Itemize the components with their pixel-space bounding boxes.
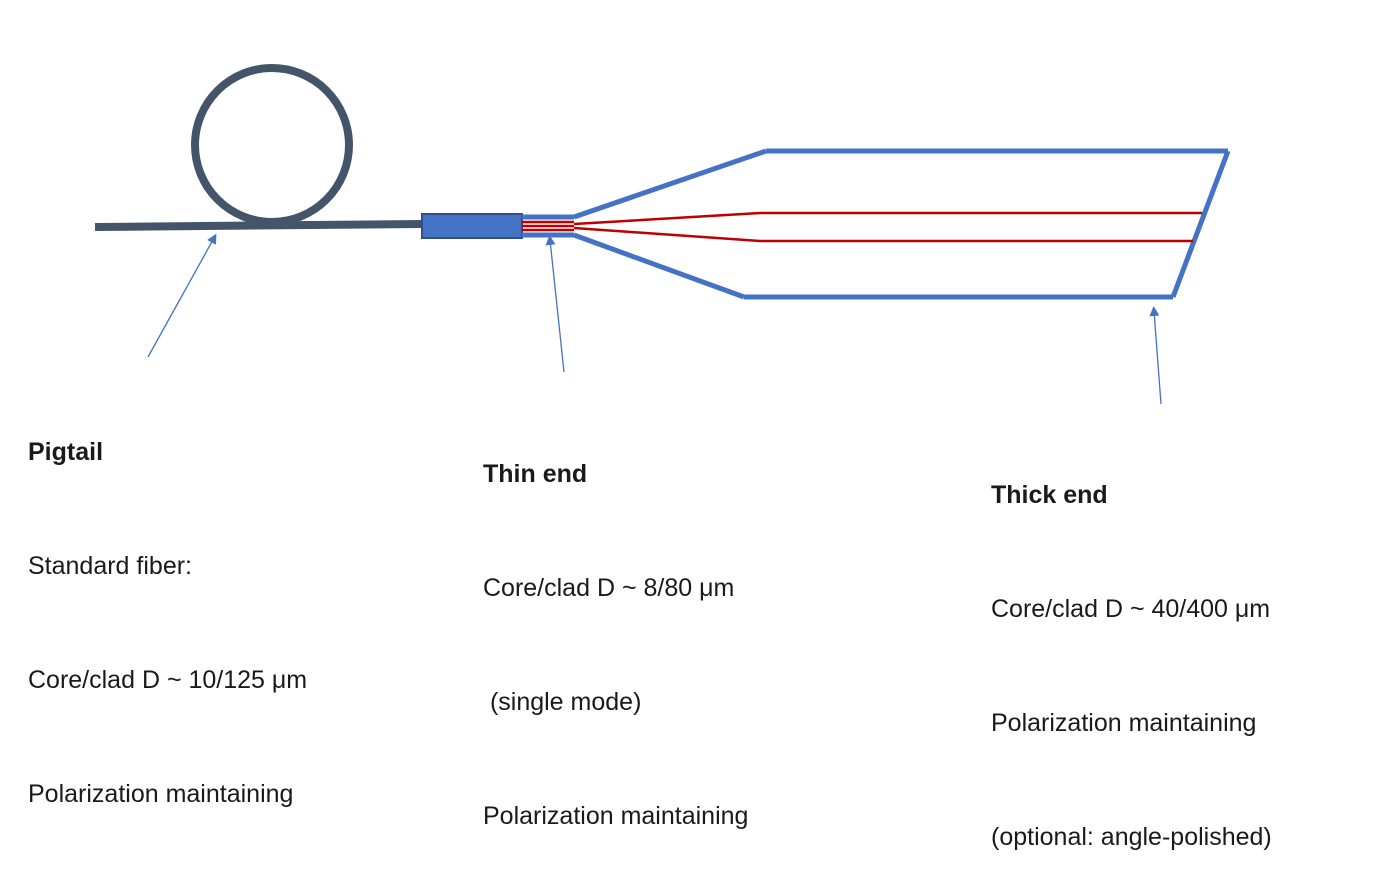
core-lines — [522, 211, 1202, 243]
pigtail-fiber — [94, 64, 423, 231]
thick-end-title: Thick end — [991, 481, 1108, 509]
pigtail-label: Pigtail Standard fiber: Core/clad D ~ 10… — [28, 357, 307, 851]
pigtail-line-polarization: Polarization maintaining — [28, 780, 294, 808]
thin-end-line-mode: (single mode) — [483, 688, 642, 716]
thin-end-line-polarization: Polarization maintaining — [483, 802, 749, 830]
thin-end-title: Thin end — [483, 460, 588, 488]
thick-end-line-core-clad: Core/clad D ~ 40/400 μm — [991, 595, 1271, 623]
thin-end-label: Thin end Core/clad D ~ 8/80 μm (single m… — [483, 379, 748, 873]
pigtail-pointer-arrow — [147, 233, 217, 358]
thick-end-label: Thick end Core/clad D ~ 40/400 μm Polari… — [991, 400, 1272, 894]
thick-end-line-polarization: Polarization maintaining — [991, 709, 1257, 737]
pigtail-line-core-clad: Core/clad D ~ 10/125 μm — [28, 666, 308, 694]
taper-lower-slope — [573, 232, 745, 300]
thin-end-fiber — [522, 214, 574, 238]
angle-polished-end-face — [1170, 150, 1231, 298]
pigtail-line-fiber-type: Standard fiber: — [28, 552, 192, 580]
pigtail-fiber-line — [94, 220, 423, 231]
taper-outline — [573, 148, 1231, 300]
core-lower-line — [573, 226, 1193, 243]
taper-upper-slope — [573, 148, 767, 220]
fiber-taper-diagram — [94, 64, 1231, 405]
core-upper-line — [573, 211, 1202, 226]
thick-end-pointer-arrow — [1149, 306, 1162, 405]
thick-end-line-angle-polished: (optional: angle-polished) — [991, 823, 1272, 851]
pigtail-title: Pigtail — [28, 438, 104, 466]
thin-end-pointer-arrow — [545, 235, 565, 373]
connector — [421, 213, 523, 239]
fiber-loop — [191, 64, 353, 226]
thin-end-line-core-clad: Core/clad D ~ 8/80 μm — [483, 574, 735, 602]
